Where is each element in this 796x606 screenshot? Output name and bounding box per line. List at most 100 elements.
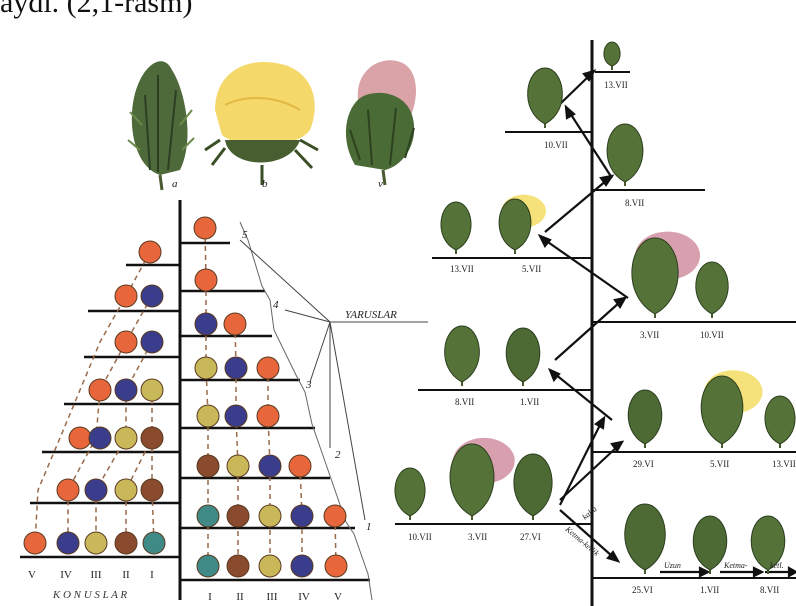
- node-circle-teal: [197, 505, 219, 527]
- plant-bud-icon: [604, 42, 620, 70]
- node-circle-orange: [195, 269, 217, 291]
- date-label: 8.VII: [625, 198, 644, 208]
- node-circle-blue: [259, 455, 281, 477]
- node-circle-blue: [195, 313, 217, 335]
- node-circle-blue: [57, 532, 79, 554]
- node-circle-blue: [141, 285, 163, 307]
- bottom-roman-ii: II: [236, 591, 244, 603]
- plant-flower-yellow-icon: [499, 195, 546, 254]
- bottom-roman-i: I: [208, 591, 212, 603]
- node-circle-brown: [141, 427, 163, 449]
- date-label: 25.VI: [632, 585, 653, 595]
- date-label: 3.VII: [468, 532, 487, 542]
- node-circle-brown: [115, 532, 137, 554]
- flower-illustration-v: [346, 60, 416, 185]
- date-label: 13.VII: [772, 459, 796, 469]
- plant-boll-icon: [693, 516, 727, 574]
- arrow-label-uzun: Uzun: [664, 561, 681, 570]
- date-label: 8.VII: [760, 585, 779, 595]
- node-circle-blue: [291, 505, 313, 527]
- plant-boll-icon: [628, 390, 662, 448]
- node-circle-orange: [69, 427, 91, 449]
- node-circle-blue: [89, 427, 111, 449]
- node-circle-brown: [227, 505, 249, 527]
- plant-bud-icon: [696, 262, 728, 318]
- konuslar-label: K O N U S L A R: [52, 589, 128, 601]
- node-circle-orange: [224, 313, 246, 335]
- node-circle-olive: [195, 357, 217, 379]
- tier-label-4: 4: [273, 299, 279, 311]
- date-label: 1.VII: [520, 397, 539, 407]
- node-circle-olive: [197, 405, 219, 427]
- node-circle-olive: [141, 379, 163, 401]
- node-circle-orange: [139, 241, 161, 263]
- plant-bud-icon: [441, 202, 471, 254]
- panel-label-v: v: [378, 178, 383, 190]
- plant-flower-yellow-icon: [701, 370, 762, 448]
- arrow-label-ketl: ketl.: [770, 561, 784, 570]
- date-label: 13.VII: [450, 264, 474, 274]
- node-circle-orange: [24, 532, 46, 554]
- bottom-roman-iii: III: [267, 591, 278, 603]
- tier-label-2: 2: [335, 449, 341, 461]
- node-circle-orange: [324, 505, 346, 527]
- node-circle-orange: [257, 357, 279, 379]
- bottom-roman-v: V: [334, 591, 342, 603]
- panel-label-a: a: [172, 178, 178, 190]
- arrow-label-kalta: kalta: [581, 504, 599, 521]
- date-label: 10.VII: [700, 330, 724, 340]
- right-plants: [395, 42, 795, 574]
- node-circles: [24, 217, 347, 577]
- node-circle-brown: [141, 479, 163, 501]
- node-circle-blue: [115, 379, 137, 401]
- arrow-labels: kalta Ketma-ketlik Uzun Ketma- ketl.: [563, 504, 784, 570]
- left-roman-iii: III: [91, 569, 102, 581]
- right-branching-diagram: [395, 40, 796, 606]
- panel-label-b: b: [262, 178, 268, 190]
- plant-flower-pink-icon: [450, 438, 515, 520]
- plant-boll-icon: [506, 328, 540, 386]
- node-circle-orange: [89, 379, 111, 401]
- bottom-roman-iv: IV: [298, 591, 310, 603]
- date-label: 13.VII: [604, 80, 628, 90]
- node-circle-orange: [257, 405, 279, 427]
- node-circle-blue: [291, 555, 313, 577]
- node-circle-orange: [115, 331, 137, 353]
- node-circle-blue: [225, 405, 247, 427]
- left-roman-iv: IV: [60, 569, 72, 581]
- node-circle-orange: [289, 455, 311, 477]
- node-circle-olive: [259, 555, 281, 577]
- left-roman-ii: II: [122, 569, 130, 581]
- plant-bud-icon: [528, 68, 563, 128]
- plant-boll-icon: [514, 454, 552, 520]
- date-label: 5.VII: [522, 264, 541, 274]
- yaruslar-label: YARUSLAR: [345, 309, 397, 321]
- node-circle-brown: [197, 455, 219, 477]
- plant-bud-icon: [445, 326, 480, 386]
- node-circle-brown: [227, 555, 249, 577]
- node-circle-olive: [227, 455, 249, 477]
- node-circle-olive: [115, 427, 137, 449]
- tier-label-1: 1: [366, 521, 372, 533]
- node-circle-teal: [197, 555, 219, 577]
- plant-flower-pink-icon: [632, 232, 700, 318]
- left-branching-diagram: [20, 200, 428, 600]
- node-circle-orange: [325, 555, 347, 577]
- node-circle-blue: [141, 331, 163, 353]
- date-label: 5.VII: [710, 459, 729, 469]
- node-circle-teal: [143, 532, 165, 554]
- date-label: 3.VII: [640, 330, 659, 340]
- arrow-label-ketma: Ketma-: [723, 561, 748, 570]
- tier-label-5: 5: [242, 229, 248, 241]
- plant-boll-icon: [625, 504, 665, 574]
- date-label: 8.VII: [455, 397, 474, 407]
- node-circle-olive: [259, 505, 281, 527]
- plant-bud-icon: [765, 396, 795, 448]
- node-circle-blue: [85, 479, 107, 501]
- date-label: 29.VI: [633, 459, 654, 469]
- progression-arrows: [540, 71, 796, 576]
- node-circle-orange: [57, 479, 79, 501]
- flower-illustration-b: [205, 62, 318, 185]
